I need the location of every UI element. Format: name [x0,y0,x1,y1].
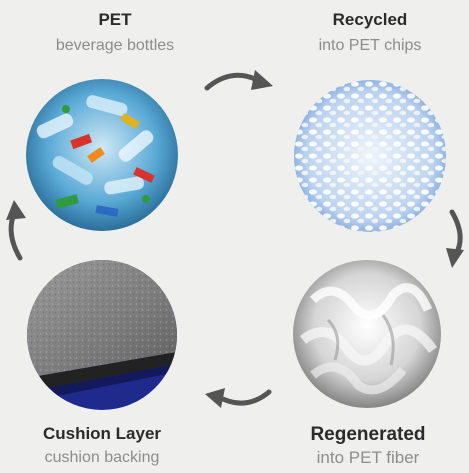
pet-bottles-photo [26,79,178,231]
step-title: Recycled [332,10,408,29]
arrow-left-icon [205,388,272,408]
step-title: Cushion Layer [42,424,162,443]
step-cushion-layer-label: Cushion Layer cushion backing [2,424,202,467]
step-regenerated-label: Regenerated into PET fiber [268,424,468,468]
step-subtitle: into PET chips [318,36,422,54]
cushion-layer-photo [27,260,177,410]
step-recycled-label: Recycled into PET chips [270,10,469,55]
step-subtitle: beverage bottles [55,36,175,54]
step-subtitle: cushion backing [44,448,160,466]
step-title: Regenerated [310,424,426,445]
pet-fiber-photo [293,260,441,408]
step-title: PET [98,10,132,29]
step-pet-label: PET beverage bottles [15,10,215,55]
pet-chips-photo [294,80,446,232]
arrow-right-icon [204,70,273,91]
step-subtitle: into PET fiber [316,447,420,467]
arrow-down-icon [446,209,464,268]
arrow-up-icon [6,200,26,261]
